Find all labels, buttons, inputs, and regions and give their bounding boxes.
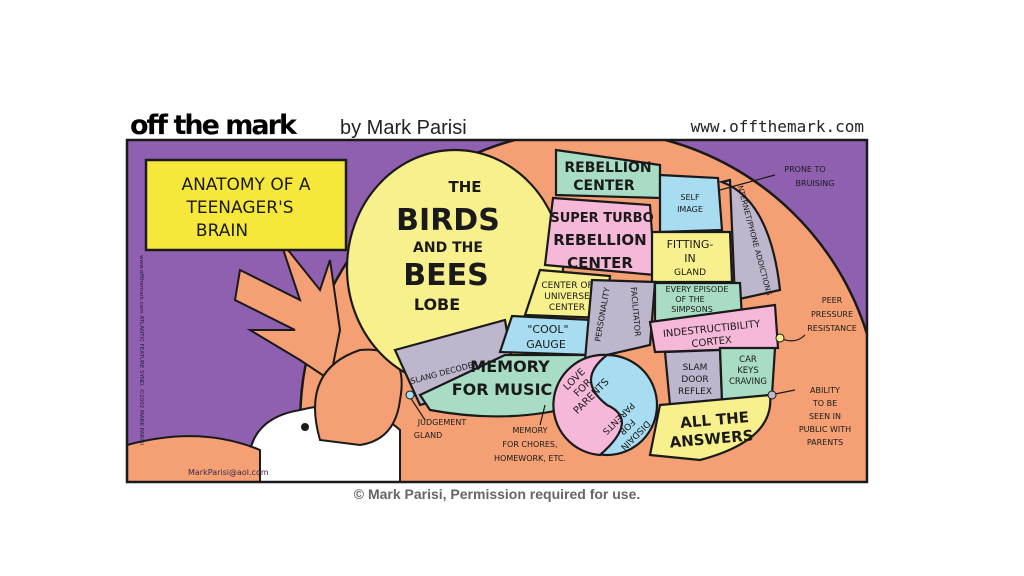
label-cool-gauge: GAUGE <box>526 338 566 351</box>
side-credit: www.offthemark.com ATLANTIC FEATURE SYND… <box>138 255 145 445</box>
label-rebellion: CENTER <box>573 178 635 194</box>
label-simpsons: SIMPSONS <box>671 305 713 314</box>
label-center-universe: CENTER OF <box>541 281 592 291</box>
caption-line: BRAIN <box>196 221 248 241</box>
label-simpsons: EVERY EPISODE <box>666 285 729 294</box>
label-fitting-in: FITTING- <box>667 238 714 251</box>
label-fitting-in: IN <box>684 252 695 265</box>
callout-ability: ABILITY <box>810 386 840 395</box>
caption-line: TEENAGER'S <box>185 198 293 218</box>
label-center-universe: CENTER <box>549 303 585 313</box>
copyright: © Mark Parisi, Permission required for u… <box>354 486 641 502</box>
judgement-gland <box>405 390 415 400</box>
callout-ability: PUBLIC WITH <box>799 425 851 434</box>
label-car-keys: CRAVING <box>729 377 767 387</box>
label-rebellion: REBELLION <box>564 160 651 176</box>
label-super-turbo: SUPER TURBO <box>550 211 653 226</box>
callout-judgement: JUDGEMENT <box>417 418 467 427</box>
label-indestructibility: CORTEX <box>691 335 732 350</box>
caption-line: ANATOMY OF A <box>181 175 310 195</box>
callout-judgement: GLAND <box>414 431 442 440</box>
website: www.offthemark.com <box>691 117 864 136</box>
peer-gland <box>775 333 785 343</box>
panel: ANATOMY OF A TEENAGER'S BRAIN THE BIRDS … <box>127 140 867 482</box>
label-center-universe: UNIVERSE <box>544 292 590 302</box>
label-super-turbo: REBELLION <box>553 231 646 249</box>
label-car-keys: CAR <box>739 355 757 365</box>
callout-ability: TO BE <box>812 399 837 408</box>
artist-email: MarkParisi@aol.com <box>188 468 269 477</box>
callout-bruising: BRUISING <box>796 179 835 188</box>
callout-bruising: PRONE TO <box>784 165 825 174</box>
nose <box>127 435 261 482</box>
label-slam-door: REFLEX <box>678 387 712 397</box>
brain <box>345 148 782 462</box>
label-birds-bees: LOBE <box>414 295 460 314</box>
callout-chores: MEMORY <box>512 426 547 435</box>
callout-ability: SEEN IN <box>809 412 841 421</box>
eye <box>301 423 309 431</box>
caption-box <box>144 158 348 252</box>
callout-chores: FOR CHORES, <box>502 440 557 449</box>
label-self-image: IMAGE <box>677 205 703 214</box>
callout-peer: PRESSURE <box>811 310 853 319</box>
label-slam-door: SLAM <box>683 363 708 373</box>
callout-peer: PEER <box>822 296 843 305</box>
label-car-keys: KEYS <box>737 366 759 376</box>
strip-logo: off the mark <box>130 110 298 141</box>
label-birds-bees: BIRDS <box>396 203 500 238</box>
label-all-answers: ALL THE <box>679 408 749 432</box>
callout-ability: PARENTS <box>807 438 843 447</box>
label-cool-gauge: "COOL" <box>527 323 568 336</box>
label-birds-bees: AND THE <box>413 240 483 256</box>
label-memory-music: MEMORY <box>470 357 550 376</box>
label-simpsons: OF THE <box>675 295 704 304</box>
ability-gland <box>767 390 777 400</box>
label-slam-door: DOOR <box>681 375 708 385</box>
label-birds-bees: BEES <box>403 258 488 293</box>
label-facilitator: FACILITATOR <box>629 287 642 338</box>
callout-chores: HOMEWORK, ETC. <box>494 454 566 463</box>
byline: by Mark Parisi <box>340 117 467 139</box>
label-super-turbo: CENTER <box>567 254 633 272</box>
label-memory-music: FOR MUSIC <box>452 380 553 399</box>
callout-peer: RESISTANCE <box>807 324 857 333</box>
label-fitting-in: GLAND <box>674 268 706 278</box>
panel-border <box>125 138 869 484</box>
label-birds-bees: THE <box>448 178 481 196</box>
label-self-image: SELF <box>680 193 700 202</box>
